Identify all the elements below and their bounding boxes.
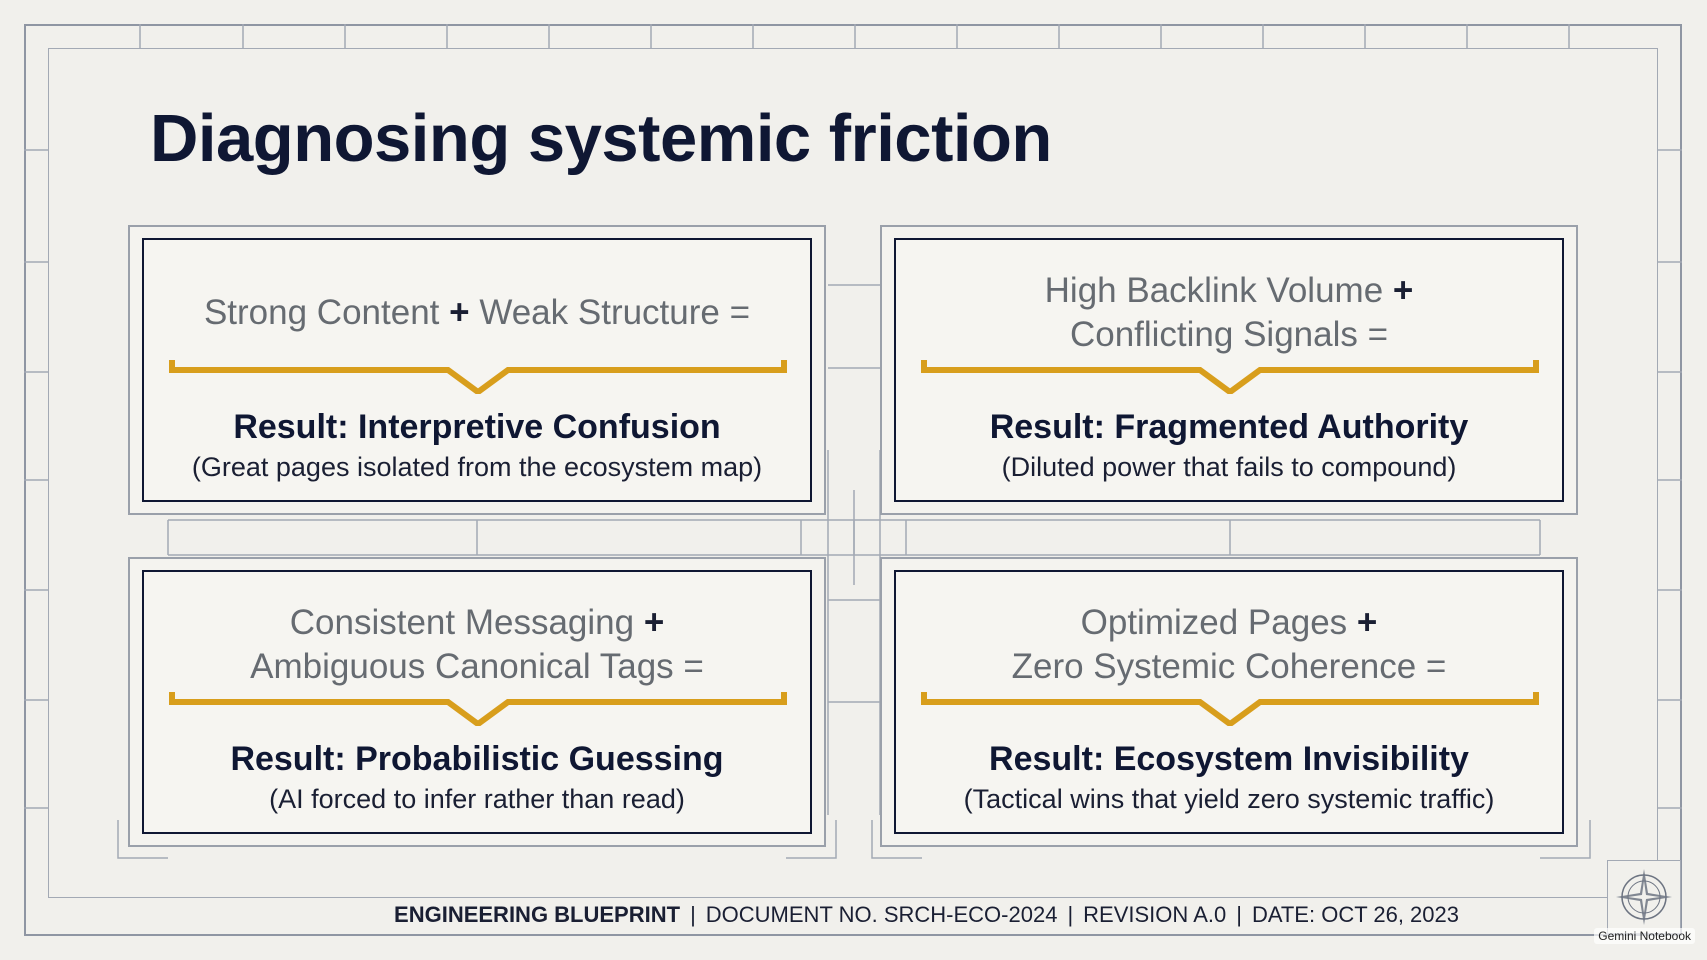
card-premise: Optimized Pages + Zero Systemic Coherenc…: [896, 600, 1562, 690]
result-detail: (AI forced to infer rather than read): [269, 784, 685, 814]
card-inner: Optimized Pages + Zero Systemic Coherenc…: [894, 570, 1564, 834]
premise-line-1: High Backlink Volume +: [1045, 269, 1414, 313]
premise-line-2: Ambiguous Canonical Tags =: [250, 647, 704, 686]
footer-separator: |: [690, 902, 696, 927]
bracket-arrow-icon: [921, 692, 1539, 726]
result-heading: Result: Fragmented Authority: [989, 408, 1469, 446]
compass-icon: [1616, 869, 1672, 925]
result-heading: Result: Ecosystem Invisibility: [989, 740, 1469, 778]
card-interpretive-confusion: Strong Content + Weak Structure = Result…: [128, 225, 826, 515]
footer-separator: |: [1236, 902, 1242, 927]
premise-line-1: Optimized Pages +: [1081, 601, 1378, 645]
result-detail: (Tactical wins that yield zero systemic …: [963, 784, 1495, 814]
result-heading: Result: Probabilistic Guessing: [230, 740, 724, 778]
card-fragmented-authority: High Backlink Volume + Conflicting Signa…: [880, 225, 1578, 515]
plus-sign: +: [643, 603, 665, 642]
premise-term-a: Consistent Messaging: [289, 603, 635, 642]
brand-watermark: Gemini Notebook: [1594, 928, 1695, 944]
footer-title-block: ENGINEERING BLUEPRINT | DOCUMENT NO. SRCH-…: [394, 902, 1459, 928]
plus-sign: +: [449, 293, 470, 332]
result-detail: (Great pages isolated from the ecosystem…: [191, 452, 763, 482]
result-heading: Result: Interpretive Confusion: [233, 408, 721, 446]
premise-term-a: Strong Content: [203, 293, 440, 332]
bracket-arrow-icon: [169, 360, 787, 394]
premise-term-a: High Backlink Volume: [1044, 271, 1384, 310]
compass-box: [1607, 860, 1681, 934]
card-premise: High Backlink Volume + Conflicting Signa…: [896, 268, 1562, 358]
card-premise: Consistent Messaging + Ambiguous Canonic…: [144, 600, 810, 690]
premise-term-a: Optimized Pages: [1080, 603, 1348, 642]
card-ecosystem-invisibility: Optimized Pages + Zero Systemic Coherenc…: [880, 557, 1578, 847]
footer-revision: REVISION A.0: [1083, 902, 1227, 927]
card-inner: Consistent Messaging + Ambiguous Canonic…: [142, 570, 812, 834]
page-title: Diagnosing systemic friction: [150, 101, 1052, 176]
result-detail: (Diluted power that fails to compound): [1001, 452, 1457, 482]
bracket-arrow-icon: [921, 360, 1539, 394]
inner-frame: [48, 48, 1658, 898]
footer-document-number: DOCUMENT NO. SRCH-ECO-2024: [705, 902, 1058, 927]
premise-line-1: Consistent Messaging +: [290, 601, 665, 645]
premise-line-1: Strong Content + Weak Structure =: [204, 291, 750, 335]
footer-date: DATE: OCT 26, 2023: [1251, 902, 1459, 927]
bracket-arrow-icon: [169, 692, 787, 726]
premise-line-2: Zero Systemic Coherence =: [1011, 647, 1447, 686]
card-premise: Strong Content + Weak Structure =: [144, 268, 810, 358]
footer-label: ENGINEERING BLUEPRINT: [394, 902, 681, 927]
card-probabilistic-guessing: Consistent Messaging + Ambiguous Canonic…: [128, 557, 826, 847]
plus-sign: +: [1392, 271, 1414, 310]
plus-sign: +: [1356, 603, 1378, 642]
footer-separator: |: [1067, 902, 1074, 927]
premise-line-2: Conflicting Signals =: [1069, 315, 1389, 354]
card-inner: High Backlink Volume + Conflicting Signa…: [894, 238, 1564, 502]
premise-term-b: Weak Structure =: [479, 293, 751, 332]
card-inner: Strong Content + Weak Structure = Result…: [142, 238, 812, 502]
